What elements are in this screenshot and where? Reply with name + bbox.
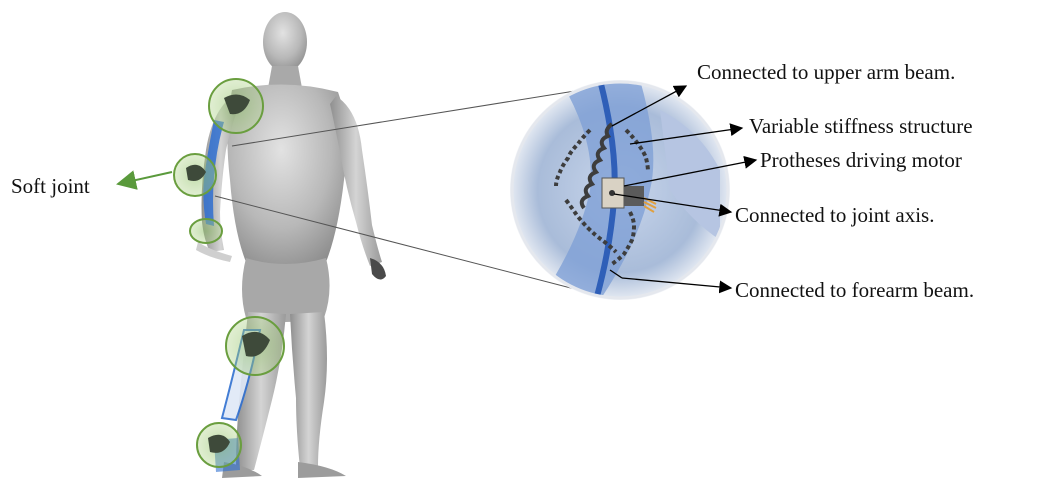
forearm-beam-label: Connected to forearm beam. [735, 280, 974, 301]
soft-joint-arrow [118, 172, 172, 184]
joint-axis [609, 190, 615, 196]
driving-motor-label: Protheses driving motor [760, 150, 962, 171]
left-leg [290, 312, 327, 468]
wrist-joint-highlight [190, 219, 222, 243]
soft-joint-detail [510, 80, 730, 300]
soft-joint-label: Soft joint [11, 176, 90, 197]
joint-axis-label: Connected to joint axis. [735, 205, 934, 226]
head [263, 12, 307, 72]
left-foot [298, 462, 346, 478]
upper-arm-beam-label: Connected to upper arm beam. [697, 62, 955, 83]
variable-stiffness-label: Variable stiffness structure [749, 116, 973, 137]
